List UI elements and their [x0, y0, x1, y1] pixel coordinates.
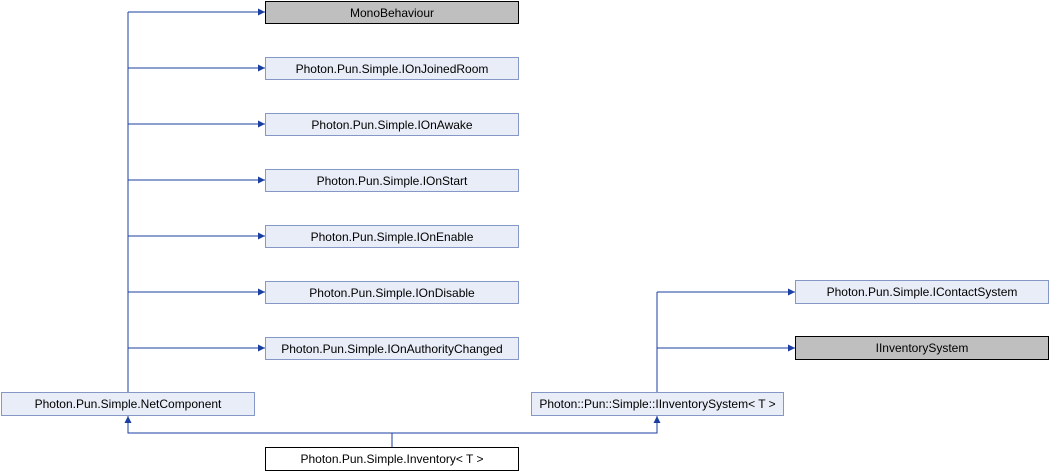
node-iondisable[interactable]: Photon.Pun.Simple.IOnDisable — [265, 281, 519, 304]
node-label: Photon.Pun.Simple.IContactSystem — [826, 285, 1018, 299]
edge-inventory-to-netcomponent — [124, 416, 392, 434]
node-label: Photon.Pun.Simple.IOnDisable — [309, 285, 475, 300]
node-netcomponent[interactable]: Photon.Pun.Simple.NetComponent — [1, 392, 255, 416]
node-label: Photon.Pun.Simple.IOnStart — [316, 173, 468, 188]
node-label: Photon::Pun::Simple::IInventorySystem< T… — [539, 397, 776, 411]
node-icontactsystem[interactable]: Photon.Pun.Simple.IContactSystem — [795, 280, 1049, 304]
node-ionenable[interactable]: Photon.Pun.Simple.IOnEnable — [265, 225, 519, 248]
node-ionstart[interactable]: Photon.Pun.Simple.IOnStart — [265, 169, 519, 192]
node-ionjoinedroom[interactable]: Photon.Pun.Simple.IOnJoinedRoom — [265, 57, 519, 80]
node-label: Photon.Pun.Simple.NetComponent — [34, 397, 222, 411]
node-ionawake[interactable]: Photon.Pun.Simple.IOnAwake — [265, 113, 519, 136]
node-label: Photon.Pun.Simple.IOnJoinedRoom — [295, 61, 489, 76]
node-label: Photon.Pun.Simple.IOnAwake — [311, 117, 473, 132]
node-label: Photon.Pun.Simple.IOnEnable — [310, 229, 474, 244]
edge-inventory-to-iinventorysystem-generic — [392, 416, 661, 434]
node-label: Photon.Pun.Simple.Inventory< T > — [300, 452, 484, 466]
node-monobehaviour[interactable]: MonoBehaviour — [265, 1, 519, 24]
node-iinventorysystem[interactable]: IInventorySystem — [795, 336, 1049, 360]
node-label: IInventorySystem — [875, 341, 969, 355]
node-inventory: Photon.Pun.Simple.Inventory< T > — [265, 447, 519, 471]
node-label: MonoBehaviour — [349, 5, 435, 20]
node-iinventorysystem-generic[interactable]: Photon::Pun::Simple::IInventorySystem< T… — [531, 392, 784, 416]
node-label: Photon.Pun.Simple.IOnAuthorityChanged — [281, 341, 503, 356]
node-ionauthoritychanged[interactable]: Photon.Pun.Simple.IOnAuthorityChanged — [265, 337, 519, 360]
